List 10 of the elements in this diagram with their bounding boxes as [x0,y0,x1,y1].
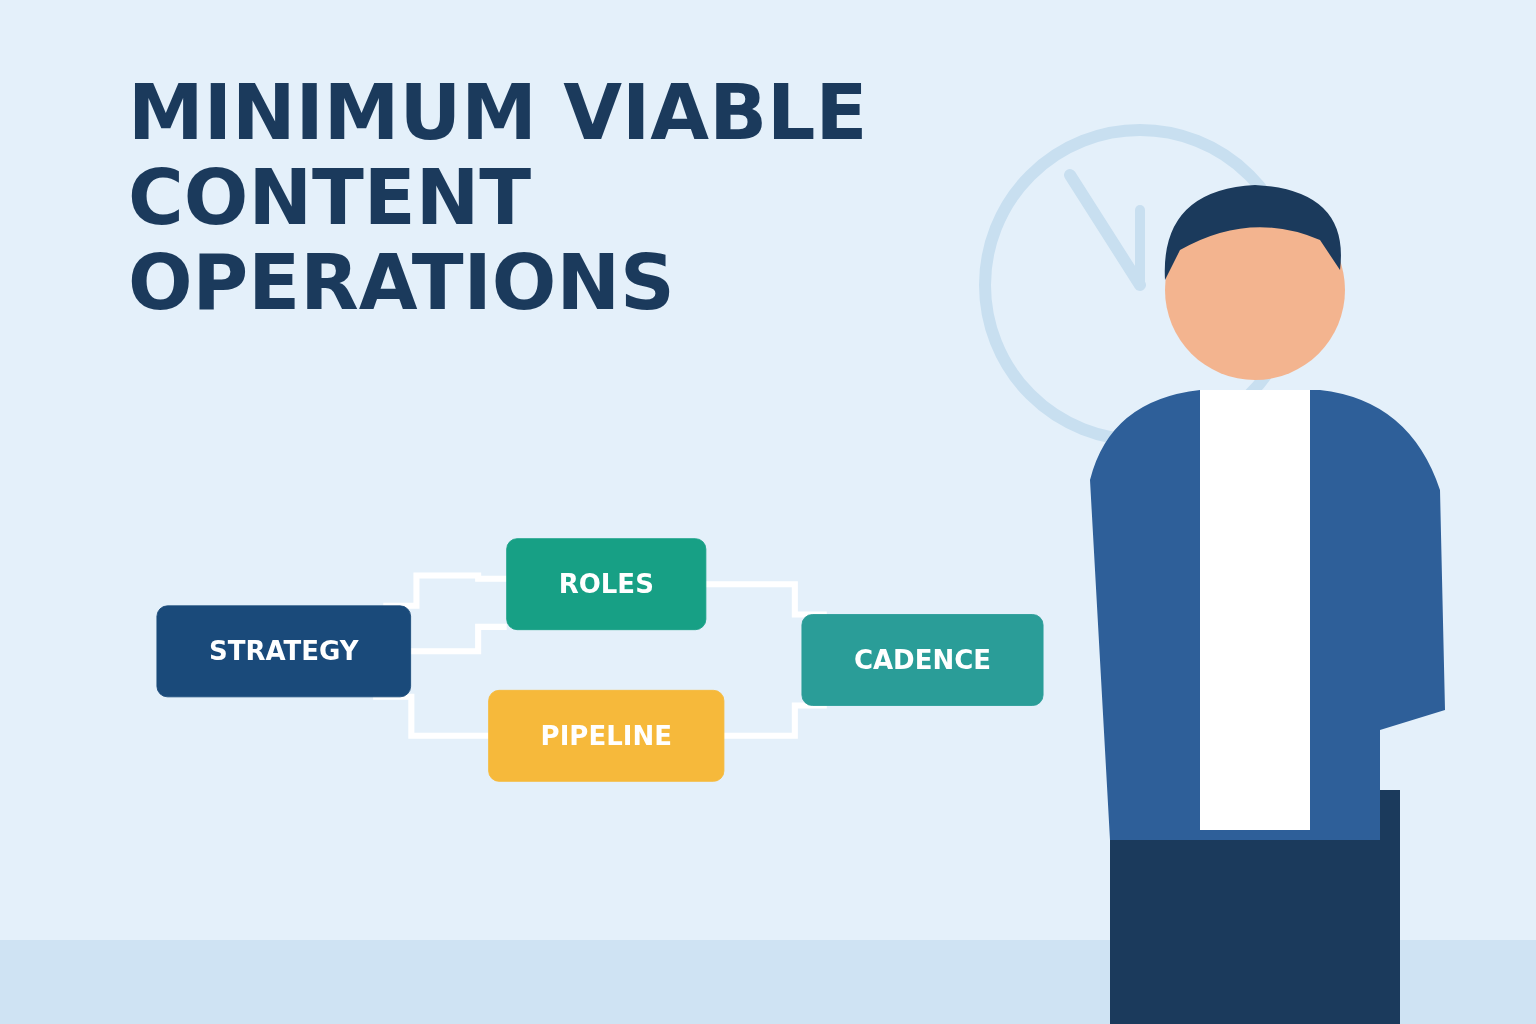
connector [383,572,507,609]
title: MINIMUM VIABLE CONTENT OPERATIONS [128,70,869,326]
connector [705,581,827,618]
connector [723,702,827,739]
node-box: CADENCE [801,614,1044,706]
node-box: STRATEGY [156,605,412,698]
connector [410,623,507,655]
node-box: ROLES [506,538,707,631]
node-box: PIPELINE [488,689,725,782]
connector [373,693,489,739]
